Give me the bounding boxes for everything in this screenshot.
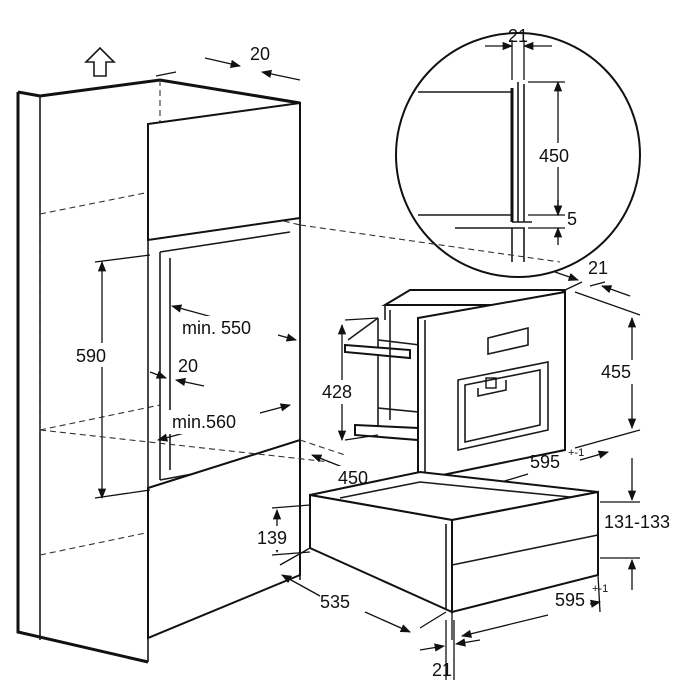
top-depth-label: 20 bbox=[250, 44, 270, 64]
drawer-width-dimension: 595 +-1 bbox=[451, 574, 608, 640]
machine-height-label: 455 bbox=[601, 362, 631, 382]
detail-height-label: 450 bbox=[539, 146, 569, 166]
machine-offset-dimension: 21 bbox=[554, 258, 631, 297]
machine-width-tolerance: +-1 bbox=[568, 447, 584, 459]
machine-body-height-dimension: 428 bbox=[320, 317, 379, 442]
drawer-height-dimension: 139 bbox=[254, 504, 311, 556]
min-width-dimension: min. 550 bbox=[170, 304, 298, 342]
min-depth-dimension: min.560 bbox=[156, 403, 292, 442]
warming-drawer bbox=[309, 470, 599, 614]
drawer-depth-dimension: 535 bbox=[279, 547, 447, 633]
top-depth-dimension: 20 bbox=[155, 44, 301, 81]
machine-depth-label: 450 bbox=[338, 468, 368, 488]
drawer-depth-label: 535 bbox=[320, 592, 350, 612]
machine-offset-label: 21 bbox=[588, 258, 608, 278]
detail-view: 21 450 5 bbox=[395, 26, 641, 278]
machine-height-dimension: 455 bbox=[574, 291, 642, 449]
machine-body-height-label: 428 bbox=[322, 382, 352, 402]
arrow-up-icon bbox=[84, 46, 116, 77]
side-gap-dimension: 20 bbox=[149, 356, 205, 387]
side-gap-label: 20 bbox=[178, 356, 198, 376]
min-depth-label: min.560 bbox=[172, 412, 236, 432]
drawer-width-tolerance: +-1 bbox=[592, 583, 608, 595]
projection-lines bbox=[39, 224, 561, 463]
cabinet-height-dimension: 590 bbox=[70, 254, 151, 500]
tall-cabinet bbox=[16, 78, 301, 664]
cabinet-height-label: 590 bbox=[76, 346, 106, 366]
bottom-offset-label: 21 bbox=[432, 660, 452, 680]
detail-offset-label: 21 bbox=[508, 26, 528, 46]
min-width-label: min. 550 bbox=[182, 318, 251, 338]
bottom-offset-dimension: 21 bbox=[419, 620, 481, 680]
detail-gap-label: 5 bbox=[567, 209, 577, 229]
drawer-width-label: 595 bbox=[555, 590, 585, 610]
machine-width-label: 595 bbox=[530, 452, 560, 472]
coffee-machine bbox=[344, 289, 568, 482]
drawer-gap-label: 131-133 bbox=[604, 512, 670, 532]
drawer-height-label: 139 bbox=[257, 528, 287, 548]
drawer-gap-dimension: 131-133 bbox=[600, 458, 670, 590]
